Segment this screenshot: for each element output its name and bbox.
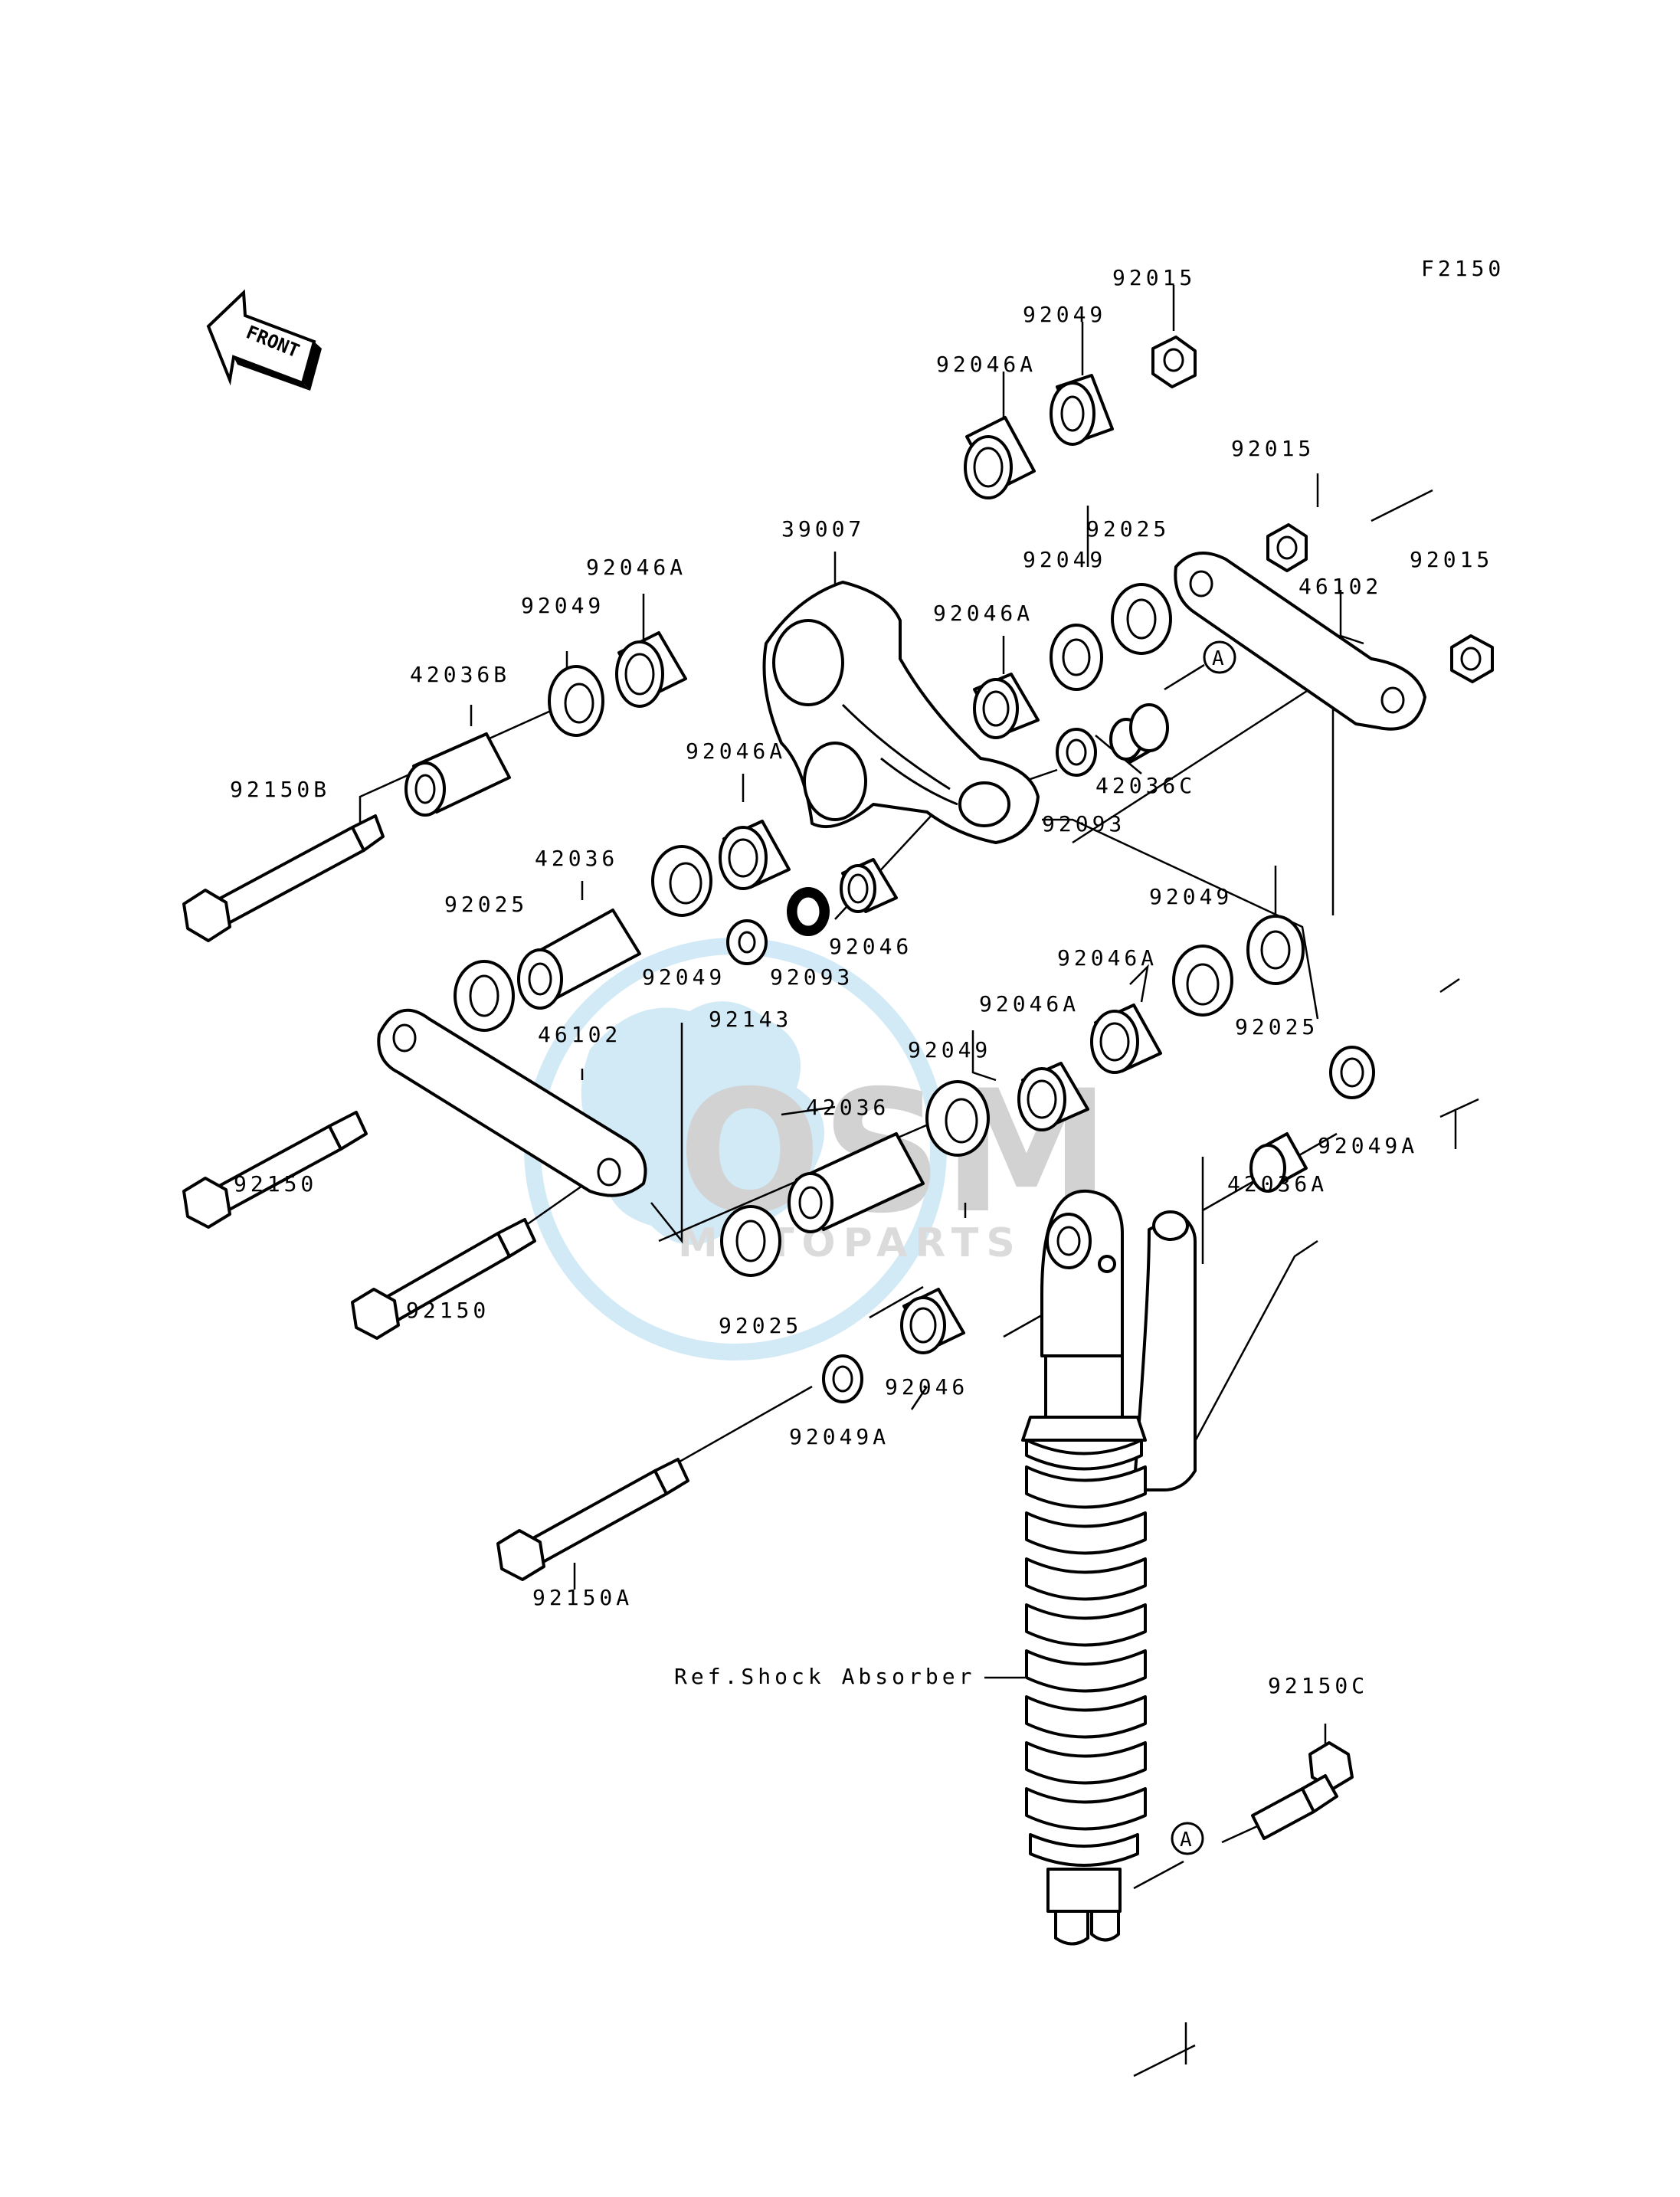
part-92150-bolt-upper — [182, 1111, 368, 1229]
front-arrow-icon: FRONT — [206, 289, 322, 391]
part-label: 92015 — [1231, 436, 1315, 461]
part-92049-collar-mid — [925, 1080, 990, 1157]
part-42036C-collar — [1109, 703, 1169, 764]
part-label: 92049 — [908, 1037, 991, 1062]
part-labels: 92015 92049 92046A 92015 92025 92049 920… — [230, 265, 1493, 1698]
part-42036-sleeve-upper — [517, 909, 641, 1010]
part-92049-collar-lower-left — [651, 845, 712, 917]
part-label: 92046A — [936, 352, 1036, 377]
part-92150-bolt-lower — [351, 1218, 536, 1340]
part-92049-collar-right-mid — [1172, 945, 1233, 1017]
part-label: 92093 — [1042, 811, 1125, 837]
part-92046A-bearing-center — [973, 673, 1040, 739]
part-92015-nut-mid — [1266, 523, 1308, 572]
part-label: 92093 — [770, 964, 853, 990]
part-92049-collar-top — [1050, 374, 1114, 446]
part-92025-washer-right-top — [1111, 583, 1172, 655]
shock-spring — [1025, 1465, 1147, 1831]
part-92025-washer-upper-left — [454, 960, 515, 1032]
part-label: 92143 — [709, 1007, 792, 1032]
part-label: 92046A — [979, 991, 1079, 1017]
part-label: 39007 — [781, 516, 865, 542]
part-label: 46102 — [538, 1022, 621, 1047]
part-label: 92049 — [521, 593, 604, 618]
part-92015-nut-right — [1450, 634, 1494, 683]
part-label: 92015 — [1112, 265, 1196, 290]
callout-letter: A — [1180, 1829, 1192, 1852]
part-label: 42036B — [410, 662, 510, 687]
ref-shock-absorber-label: Ref.Shock Absorber — [674, 1664, 975, 1689]
shock-absorber — [1021, 1189, 1197, 1946]
part-label: 92046 — [885, 1374, 968, 1400]
part-label: 92049 — [1149, 884, 1233, 909]
callout-letter: A — [1212, 647, 1224, 670]
part-label: 92150 — [234, 1171, 317, 1197]
part-label: 92049 — [1023, 547, 1106, 572]
part-label: 92046A — [1057, 945, 1158, 971]
part-label: 92150 — [406, 1298, 490, 1323]
part-92046A-bearing-top — [964, 416, 1036, 499]
part-label: 92049 — [642, 964, 725, 990]
part-92049A-spacer-right — [1329, 1046, 1375, 1099]
part-label: 46102 — [1298, 574, 1382, 599]
part-92015-top-nut — [1151, 336, 1197, 388]
part-label: 92150C — [1268, 1673, 1368, 1698]
part-label: 92025 — [444, 892, 528, 917]
part-92025-washer-right-mid — [1246, 915, 1305, 985]
part-label: 92049 — [1023, 302, 1106, 327]
part-label: 92049A — [1318, 1133, 1418, 1158]
part-label: 92025 — [1235, 1014, 1318, 1040]
part-label: 92046 — [829, 934, 912, 959]
part-label: 92150A — [532, 1585, 633, 1610]
part-92150A-bolt — [496, 1458, 689, 1581]
part-92093-seal-center — [787, 887, 830, 936]
figure-code: F2150 — [1421, 256, 1505, 281]
callout-a-bottom: A — [1171, 1822, 1204, 1855]
part-label: 92046A — [586, 555, 686, 580]
part-92046A-bearing-right-a — [1090, 1004, 1162, 1074]
part-label: 92150B — [230, 777, 330, 802]
callout-a-top: A — [1164, 640, 1236, 691]
part-label: 42036 — [535, 846, 618, 871]
part-92046-bearing-lower — [900, 1288, 965, 1354]
part-92025-washer-lower — [720, 1205, 781, 1277]
part-92046A-bearing-left — [615, 631, 687, 708]
part-39007-rocker-arm — [762, 581, 1040, 844]
part-92143-washer — [726, 919, 768, 965]
part-42036B-sleeve — [404, 732, 511, 817]
part-42036A-collar — [1249, 1132, 1308, 1193]
part-92049-collar-center — [1050, 624, 1103, 691]
part-92046A-bearing-right-b — [1017, 1062, 1089, 1131]
part-label: 42036 — [806, 1095, 889, 1120]
part-92046-bearing-small — [840, 858, 898, 913]
part-label: 92046A — [933, 601, 1033, 626]
part-92150B-bolt — [182, 814, 385, 942]
part-label: 42036C — [1095, 773, 1196, 798]
part-label: 42036A — [1227, 1171, 1328, 1197]
part-label: 92046A — [686, 738, 786, 764]
leader-lines — [359, 285, 1479, 2077]
part-46102-tie-rod-right — [1174, 552, 1426, 731]
part-46102-tie-rod-left — [377, 1008, 647, 1197]
part-92093-seal-right — [1056, 728, 1097, 777]
part-92046A-bearing-lower-left — [719, 820, 791, 890]
part-label: 92015 — [1410, 547, 1493, 572]
part-92049-collar-left — [548, 665, 604, 737]
part-label: 92049A — [789, 1424, 889, 1449]
part-label: 92025 — [1086, 516, 1170, 542]
part-42036-sleeve-lower — [788, 1132, 925, 1233]
part-92049A-spacer-lower — [822, 1354, 863, 1403]
part-92150C-bolt — [1251, 1741, 1354, 1840]
part-label: 92025 — [719, 1313, 802, 1338]
